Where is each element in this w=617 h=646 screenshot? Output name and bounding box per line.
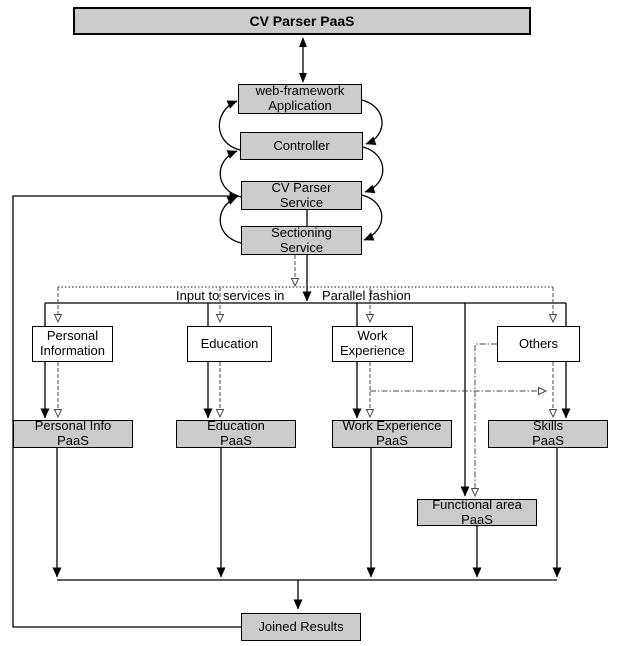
node-label: Personal [46,328,99,344]
bus-label-input-to-services: Input to services in [176,288,285,303]
node-label: Information [39,343,106,358]
node-work-experience: Work Experience [332,326,413,362]
node-personal-info-paas: Personal Info PaaS [13,418,133,448]
node-label: Others [518,335,558,351]
node-label: Service [279,239,324,255]
node-others: Others [497,326,580,362]
node-skills-paas: Skills PaaS [488,418,608,448]
node-label: PaaS [376,433,408,448]
node-label: Work Experience [342,418,442,434]
node-sectioning-service: Sectioning Service [241,224,362,255]
edge-others-to-functional [475,343,497,496]
node-label: PaaS [532,433,564,448]
bus-label-parallel-fashion: Parallel fashion [322,288,411,303]
node-web-framework-application: web-framework Application [238,83,362,114]
node-label: Personal Info [34,418,112,434]
node-label: PaaS [220,433,252,448]
node-label: CV Parser [271,179,332,195]
node-label: PaaS [461,511,493,527]
node-work-experience-paas: Work Experience PaaS [332,418,452,448]
node-label: Skills [532,418,564,434]
node-label: Education [207,418,265,434]
node-label: Education [200,335,259,351]
node-label: Sectioning [271,224,332,240]
node-label: PaaS [57,433,89,448]
node-controller: Controller [240,132,363,160]
edge-arc-webframework-to-controller [361,99,383,145]
node-label: Controller [273,137,330,153]
edge-feedback-loop [12,191,241,628]
node-cv-parser-service: CV Parser Service [241,179,362,210]
node-label: CV Parser PaaS [249,12,355,29]
edge-title-webframework [299,37,307,83]
edge-arc-sectioning-to-cvparser [219,196,242,244]
edge-arc-cvparser-to-sectioning [361,194,383,241]
node-label: Service [279,194,324,210]
node-education: Education [187,326,272,362]
node-label: Functional area [432,496,522,512]
edge-arc-cvparser-to-controller [219,150,242,198]
node-personal-information: Personal Information [32,326,113,362]
node-label: Work [357,328,388,344]
node-education-paas: Education PaaS [176,418,296,448]
node-label: web-framework [255,83,345,99]
node-cv-parser-paas: CV Parser PaaS [73,7,531,35]
node-label: Application [268,98,332,113]
edge-arc-controller-to-webframework [218,100,241,151]
edge-arc-controller-to-cvparser [362,146,384,194]
node-label: Experience [339,343,406,358]
node-joined-results: Joined Results [241,613,361,641]
node-label: Joined Results [258,618,344,634]
node-functional-area-paas: Functional area PaaS [417,496,537,527]
